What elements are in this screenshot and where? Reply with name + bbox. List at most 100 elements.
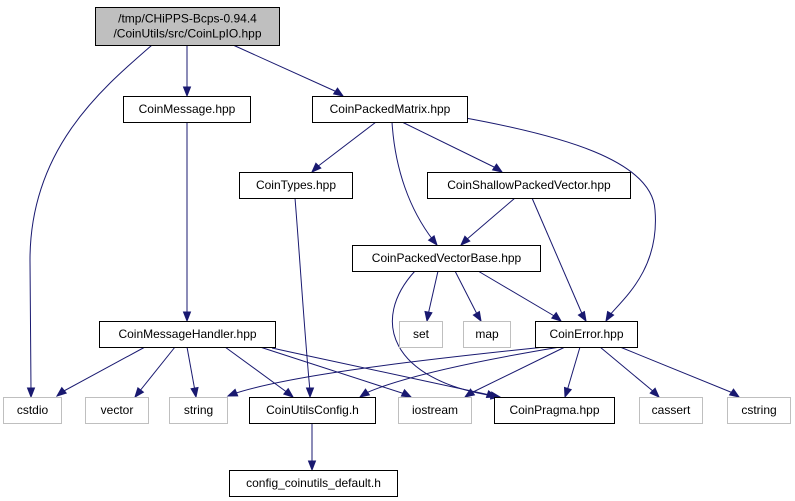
node-label: CoinPackedMatrix.hpp xyxy=(330,102,451,116)
node-label: CoinPackedVectorBase.hpp xyxy=(372,251,522,265)
edge-coinpackedmatrix-to-cointypes xyxy=(311,121,377,173)
node-label: CoinMessageHandler.hpp xyxy=(118,327,256,341)
edge-coinmessagehandler-to-string xyxy=(186,346,199,399)
node-box xyxy=(95,7,280,46)
arrowhead-icon xyxy=(55,386,68,397)
arrowhead-icon xyxy=(491,163,504,173)
node-cstring: cstring xyxy=(727,397,791,424)
arrowhead-icon xyxy=(226,388,239,397)
node-box xyxy=(535,321,638,348)
node-label: iostream xyxy=(412,403,458,417)
node-coinshallowpackedvector[interactable]: CoinShallowPackedVector.hpp xyxy=(427,172,631,199)
node-box xyxy=(249,397,376,424)
node-label: CoinTypes.hpp xyxy=(256,178,336,192)
arrowhead-icon xyxy=(605,310,615,323)
node-map: map xyxy=(463,321,511,348)
edge-coinerror-to-cassert xyxy=(599,346,660,398)
node-label: config_coinutils_default.h xyxy=(246,476,381,490)
node-root[interactable]: /tmp/CHiPPS-Bcps-0.94.4/CoinUtils/src/Co… xyxy=(95,7,280,46)
edge-coinmessagehandler-to-cstdio xyxy=(55,346,146,397)
arrowhead-icon xyxy=(577,310,587,323)
node-coinpackedmatrix[interactable]: CoinPackedMatrix.hpp xyxy=(312,96,468,123)
node-coinutilsconfig[interactable]: CoinUtilsConfig.h xyxy=(249,397,376,424)
node-box xyxy=(169,397,228,424)
edge-coinerror-to-iostream xyxy=(463,346,566,398)
node-box xyxy=(727,397,791,424)
node-box xyxy=(494,397,615,424)
node-box xyxy=(463,321,511,348)
node-coinpragma[interactable]: CoinPragma.hpp xyxy=(494,397,615,424)
arrowhead-icon xyxy=(190,386,199,399)
edge-coinpackedmatrix-to-coinerror xyxy=(459,116,656,323)
node-box xyxy=(427,172,631,199)
edge-coinpackedmatrix-to-coinshallowpackedvector xyxy=(401,121,504,173)
arrowhead-icon xyxy=(307,460,317,472)
node-box xyxy=(239,172,353,199)
node-cstdio: cstdio xyxy=(3,397,62,424)
node-label: CoinShallowPackedVector.hpp xyxy=(447,178,611,192)
node-box xyxy=(99,321,276,348)
edge-root-to-cstdio xyxy=(26,44,153,399)
arrowhead-icon xyxy=(311,162,322,173)
node-iostream: iostream xyxy=(398,397,472,424)
edge-coinutilsconfig-to-config_default xyxy=(307,423,317,472)
node-string: string xyxy=(169,397,228,424)
arrowhead-icon xyxy=(400,388,413,398)
edge-coinmessagehandler-to-coinutilsconfig xyxy=(224,346,295,398)
node-label: /CoinUtils/src/CoinLpIO.hpp xyxy=(113,27,261,41)
node-config_default[interactable]: config_coinutils_default.h xyxy=(229,470,398,497)
nodes-layer: /tmp/CHiPPS-Bcps-0.94.4/CoinUtils/src/Co… xyxy=(3,7,791,497)
arrowhead-icon xyxy=(282,387,295,398)
edge-coinmessage-to-coinmessagehandler xyxy=(182,122,192,323)
edge-coinerror-to-string xyxy=(226,346,546,397)
arrowhead-icon xyxy=(485,389,498,399)
node-label: map xyxy=(475,327,499,341)
node-label: cassert xyxy=(652,403,691,417)
node-box xyxy=(229,470,398,497)
node-label: cstring xyxy=(741,403,776,417)
node-label: set xyxy=(413,327,430,341)
node-box xyxy=(123,96,251,123)
node-box xyxy=(85,397,149,424)
node-coinmessage[interactable]: CoinMessage.hpp xyxy=(123,96,251,123)
node-label: CoinPragma.hpp xyxy=(509,403,599,417)
node-cassert: cassert xyxy=(639,397,703,424)
edge-coinpackedvectorbase-to-map xyxy=(454,270,482,323)
node-box xyxy=(3,397,62,424)
arrowhead-icon xyxy=(26,387,36,399)
node-box xyxy=(639,397,703,424)
node-coinerror[interactable]: CoinError.hpp xyxy=(535,321,638,348)
node-box xyxy=(312,96,468,123)
node-label: CoinError.hpp xyxy=(549,327,623,341)
node-box xyxy=(399,321,443,348)
arrowhead-icon xyxy=(182,86,192,98)
node-box xyxy=(398,397,472,424)
arrowhead-icon xyxy=(563,386,573,399)
edges-layer xyxy=(26,44,741,472)
edge-coinerror-to-coinutilsconfig xyxy=(358,346,561,398)
edge-coinpackedvectorbase-to-set xyxy=(424,270,439,323)
edge-coinmessagehandler-to-coinpragma xyxy=(271,347,498,399)
node-box xyxy=(352,245,541,272)
edge-coinpackedmatrix-to-coinpackedvectorbase xyxy=(391,121,438,247)
arrowhead-icon xyxy=(332,87,345,97)
edge-coinpackedvectorbase-to-coinerror xyxy=(477,270,563,322)
arrowhead-icon xyxy=(134,386,145,399)
node-coinpackedvectorbase[interactable]: CoinPackedVectorBase.hpp xyxy=(352,245,541,272)
arrowhead-icon xyxy=(728,388,741,398)
arrowhead-icon xyxy=(427,234,438,247)
edge-coinerror-to-cstring xyxy=(619,346,741,398)
node-vector: vector xyxy=(85,397,149,424)
arrowhead-icon xyxy=(550,311,563,322)
node-set: set xyxy=(399,321,443,348)
arrowhead-icon xyxy=(472,310,482,323)
node-label: /tmp/CHiPPS-Bcps-0.94.4 xyxy=(118,12,257,26)
arrowhead-icon xyxy=(182,311,192,323)
edge-coinshallowpackedvector-to-coinerror xyxy=(531,197,587,323)
node-coinmessagehandler[interactable]: CoinMessageHandler.hpp xyxy=(99,321,276,348)
edge-coinerror-to-coinpragma xyxy=(563,346,581,399)
edge-coinshallowpackedvector-to-coinpackedvectorbase xyxy=(460,197,516,246)
arrowhead-icon xyxy=(305,387,315,399)
node-cointypes[interactable]: CoinTypes.hpp xyxy=(239,172,353,199)
